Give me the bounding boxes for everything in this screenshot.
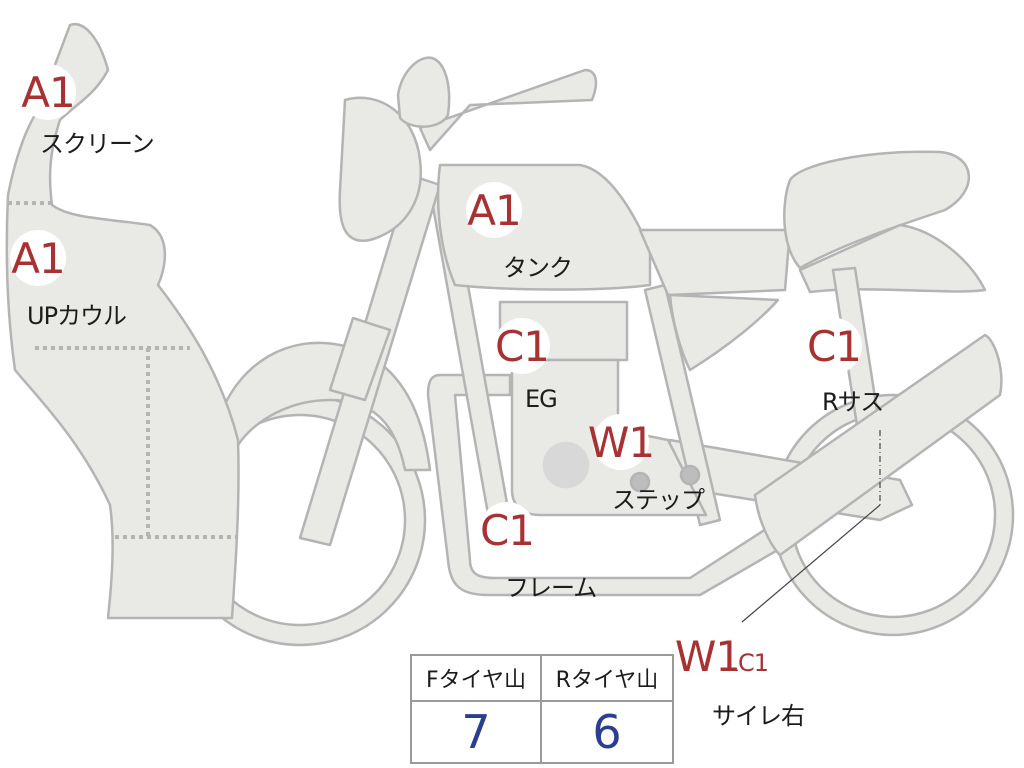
tank-label: タンク — [503, 254, 573, 282]
screen-label: スクリーン — [40, 130, 155, 158]
frame-code-badge[interactable]: C1 — [479, 502, 535, 558]
footpeg-right — [679, 464, 701, 486]
mirror — [396, 56, 451, 128]
rear-suspension-label: Rサス — [822, 388, 884, 416]
engine-cover — [542, 441, 590, 489]
step-label: ステップ — [612, 486, 705, 514]
tank-code-badge[interactable]: A1 — [466, 182, 522, 238]
muffler-code-badge[interactable]: W1 — [675, 628, 742, 684]
upper-cowl-code-badge[interactable]: A1 — [10, 230, 66, 286]
rear-suspension-code-badge[interactable]: C1 — [806, 318, 862, 374]
engine-code-badge[interactable]: C1 — [494, 318, 550, 374]
side-panel — [668, 293, 780, 372]
engine-label: EG — [525, 385, 558, 413]
muffler-leader-diag — [741, 504, 881, 623]
rear-tire-value[interactable]: 6 — [592, 705, 622, 759]
handlebar — [418, 68, 598, 152]
fork-guard — [328, 316, 392, 402]
muffler — [753, 333, 1003, 557]
tire-tread-table: Fタイヤ山 Rタイヤ山 7 6 — [410, 654, 674, 764]
frame-label: フレーム — [505, 574, 597, 602]
footpeg-left — [629, 471, 651, 493]
seat — [783, 150, 971, 270]
frame-loop — [426, 373, 797, 597]
rear-tire-header: Rタイヤ山 — [542, 656, 672, 702]
front-tire-header: Fタイヤ山 — [412, 656, 542, 702]
upper-cowl-label: UPカウル — [27, 302, 127, 330]
screen-code-badge[interactable]: A1 — [20, 64, 76, 120]
frame-rear-rail — [643, 283, 722, 527]
headlight — [338, 96, 423, 243]
side-cover — [638, 228, 792, 297]
step-code-badge[interactable]: W1 — [588, 414, 655, 470]
cowl — [5, 23, 240, 620]
muffler-label: サイレ右 — [712, 702, 805, 730]
muffler-secondary-code-badge[interactable]: C1 — [736, 646, 770, 680]
front-tire-value[interactable]: 7 — [412, 702, 542, 762]
